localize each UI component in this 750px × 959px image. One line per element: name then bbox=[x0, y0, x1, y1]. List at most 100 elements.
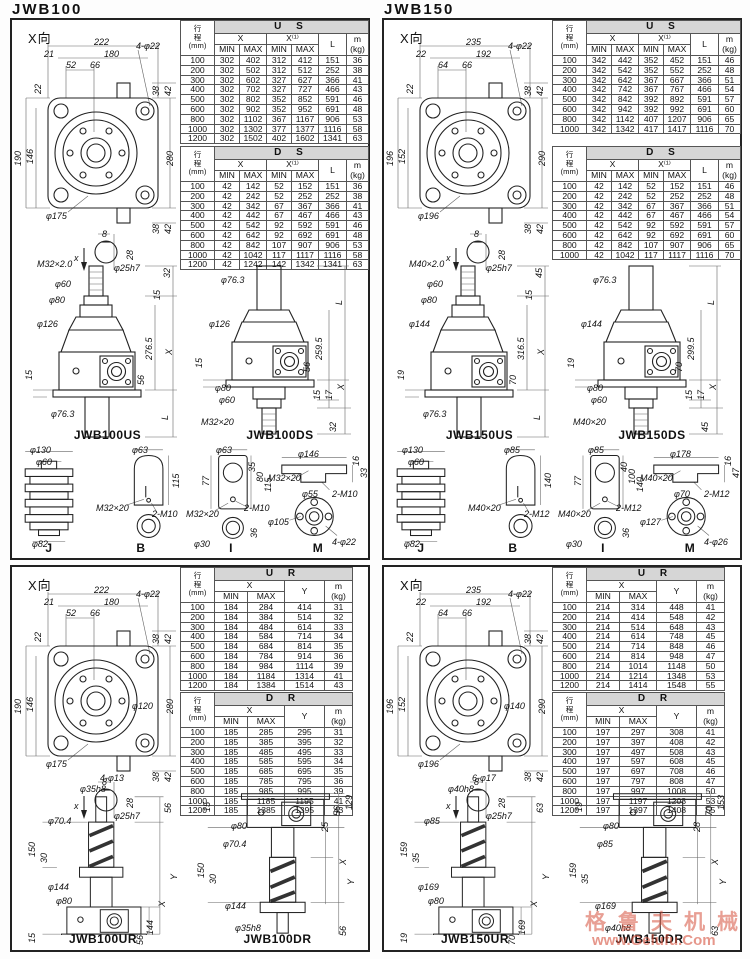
table-cell: 117 bbox=[266, 249, 292, 261]
table-cell: 57 bbox=[718, 94, 741, 105]
table-cell: 1148 bbox=[656, 660, 697, 672]
table-cell: 52 bbox=[638, 181, 664, 192]
dim-label: 70 bbox=[508, 374, 518, 385]
subcolumn-header: MAX bbox=[611, 170, 639, 182]
table-cell: 327 bbox=[266, 74, 292, 86]
table-cell: 92 bbox=[266, 220, 292, 231]
dim-label: 77 bbox=[201, 475, 211, 486]
table-cell: 600 bbox=[552, 650, 587, 662]
table-cell: 302 bbox=[214, 74, 240, 86]
dim-label: 22 bbox=[405, 631, 415, 642]
table-cell: 708 bbox=[656, 766, 697, 777]
table-cell: 514 bbox=[619, 621, 657, 633]
table-cell: 1200 bbox=[552, 680, 587, 692]
dim-label: φ127 bbox=[640, 517, 661, 527]
table-cell: 442 bbox=[611, 55, 639, 66]
table-cell: 46 bbox=[346, 94, 369, 105]
table-cell: 352 bbox=[638, 64, 664, 76]
dim-label: φ144 bbox=[48, 882, 69, 892]
dim-label: 66 bbox=[462, 60, 473, 70]
subcolumn-header: MAX bbox=[247, 591, 285, 603]
table-cell: 41 bbox=[696, 602, 725, 613]
table-cell: 197 bbox=[586, 756, 620, 768]
table-cell: 342 bbox=[611, 200, 639, 212]
table-cell: 51 bbox=[718, 200, 741, 212]
table-cell: 400 bbox=[552, 84, 587, 96]
dim-label: 8 bbox=[102, 777, 108, 787]
dim-label: 22 bbox=[416, 597, 427, 607]
dim-label: φ126 bbox=[209, 319, 230, 329]
dim-label: 22 bbox=[33, 631, 43, 642]
table-cell: 252 bbox=[318, 190, 347, 202]
subcolumn-header: MIN bbox=[266, 44, 292, 56]
dim-label: 129 bbox=[344, 794, 354, 810]
dim-label: Y bbox=[718, 878, 728, 885]
table-cell: 43 bbox=[346, 84, 369, 96]
table-cell: 41 bbox=[346, 200, 369, 212]
dim-label: 192 bbox=[476, 597, 492, 607]
dim-label: φ80 bbox=[49, 295, 65, 305]
table-cell: 842 bbox=[611, 94, 639, 105]
table-cell: 52 bbox=[266, 190, 292, 202]
table-cell: 43 bbox=[324, 680, 353, 692]
table-cell: 42 bbox=[214, 190, 240, 202]
caption-jwb100ur: JWB100UR bbox=[68, 932, 138, 946]
watermark-text: 格鲁夫机械 bbox=[585, 911, 750, 934]
table-cell: 1000 bbox=[552, 249, 587, 261]
table-cell: 714 bbox=[284, 631, 325, 643]
table-cell: 1000 bbox=[180, 249, 215, 261]
table-cell: 42 bbox=[214, 249, 240, 261]
stroke-header: 行程(mm) bbox=[180, 692, 215, 728]
table-cell: 500 bbox=[552, 220, 587, 231]
table-cell: 53 bbox=[346, 239, 369, 251]
table-cell: 797 bbox=[619, 775, 657, 787]
table-cell: 1014 bbox=[619, 660, 657, 672]
table-cell: 800 bbox=[552, 239, 587, 251]
column-header: m(kg) bbox=[324, 580, 353, 603]
table-cell: 691 bbox=[690, 229, 719, 241]
dim-label: 33 bbox=[359, 467, 369, 478]
table-cell: 302 bbox=[214, 133, 240, 145]
table-cell: 197 bbox=[586, 736, 620, 748]
table-cell: 100 bbox=[552, 55, 587, 66]
table-cell: 1548 bbox=[656, 680, 697, 692]
caption-jwb150dr: JWB150DR bbox=[615, 932, 684, 946]
table-cell: 33 bbox=[324, 621, 353, 633]
table-cell: 466 bbox=[690, 84, 719, 96]
table-cell: 41 bbox=[324, 670, 353, 682]
table-cell: 466 bbox=[318, 84, 347, 96]
table-cell: 65 bbox=[718, 239, 741, 251]
table-cell: 92 bbox=[638, 229, 664, 241]
table-cell: 42 bbox=[696, 736, 725, 748]
table-cell: 214 bbox=[586, 621, 620, 633]
dim-label: M40×20 bbox=[640, 473, 673, 483]
column-header: m(kg) bbox=[346, 33, 369, 56]
table-cell: 495 bbox=[284, 746, 325, 758]
table-cell: 151 bbox=[690, 55, 719, 66]
table-cell: 302 bbox=[214, 64, 240, 76]
table-cell: 602 bbox=[239, 74, 267, 86]
dim-label: X bbox=[536, 348, 546, 355]
dim-label: φ144 bbox=[225, 901, 246, 911]
